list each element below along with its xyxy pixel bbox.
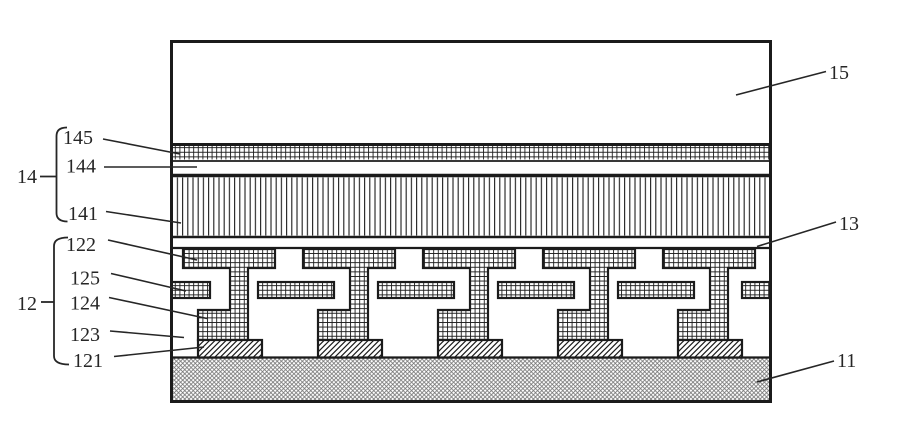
label-12: 12: [17, 293, 37, 315]
unit-cell: [181, 247, 277, 359]
bracket-12: [53, 236, 70, 366]
layer-145: [172, 146, 770, 160]
layer-141: [172, 177, 770, 236]
bar-125: [256, 280, 336, 300]
label-123: 123: [70, 324, 100, 346]
floating-bars-125: [172, 280, 770, 300]
leader-13: [756, 221, 837, 248]
label-125: 125: [70, 268, 100, 290]
leader-145: [102, 138, 181, 155]
label-121: 121: [73, 350, 103, 372]
label-13: 13: [839, 213, 859, 235]
label-144: 144: [66, 156, 96, 178]
leader-122: [107, 239, 198, 261]
leader-124: [108, 296, 208, 320]
bar-125: [496, 280, 576, 300]
label-141: 141: [68, 203, 98, 225]
label-145: 145: [63, 127, 93, 149]
unit-cell: [301, 247, 397, 359]
leader-11: [756, 360, 835, 383]
unit-cell: [421, 247, 517, 359]
unit-cell: [661, 247, 757, 359]
group-brackets: [40, 126, 70, 366]
leader-lines: [102, 70, 837, 383]
label-14: 14: [17, 166, 37, 188]
leader-15: [735, 70, 827, 96]
label-124: 124: [70, 293, 100, 315]
bar-125-partial-right: [740, 280, 770, 300]
leader-123: [109, 330, 185, 339]
reference-numerals: 145 144 141 14 122 125 124 123 121 12 15…: [17, 62, 859, 372]
layer-11-substrate: [172, 358, 770, 401]
leader-125: [110, 272, 187, 292]
leader-121: [113, 346, 205, 358]
leader-141: [105, 210, 182, 224]
bar-125: [616, 280, 696, 300]
bar-125: [376, 280, 456, 300]
unit-cell: [541, 247, 637, 359]
bracket-14: [55, 126, 68, 223]
label-11: 11: [837, 350, 856, 372]
bar-125-partial-left: [172, 280, 212, 300]
label-122: 122: [66, 234, 96, 256]
label-15: 15: [829, 62, 849, 84]
